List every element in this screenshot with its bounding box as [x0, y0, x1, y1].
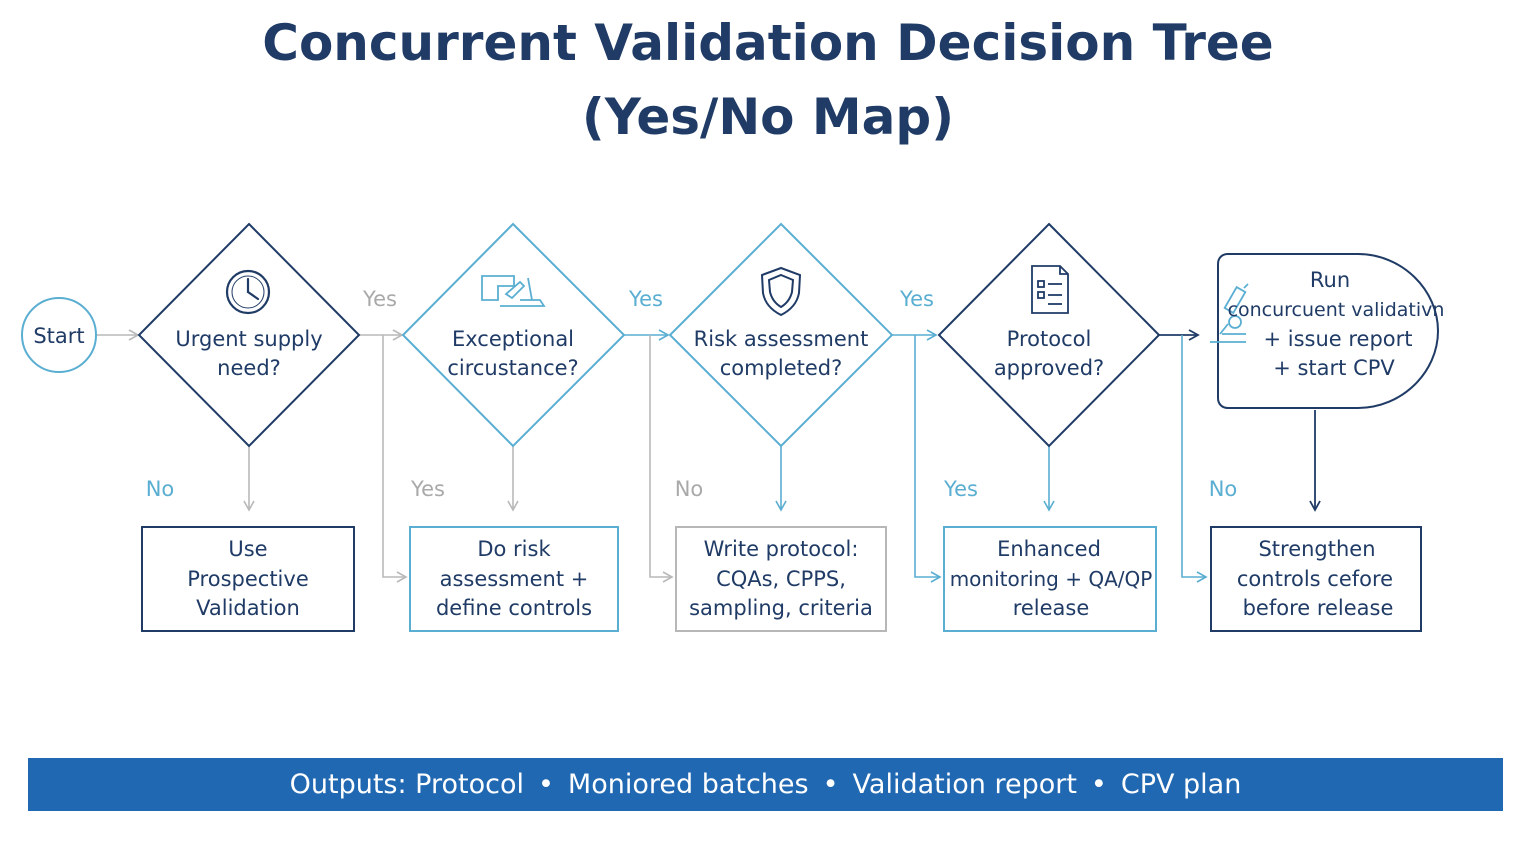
edge-labels: Yes Yes Yes No Yes No Yes No: [146, 287, 1238, 501]
decision-label-line2: circustance?: [447, 356, 578, 380]
footer-separator: •: [537, 769, 554, 800]
shield-icon: [760, 266, 802, 317]
connector-branch-4: [914, 335, 942, 583]
decision-label-line2: need?: [217, 356, 281, 380]
footer-separator: •: [1090, 769, 1107, 800]
outcome-line1: Enhanced: [997, 537, 1101, 561]
edge-label-yes: Yes: [943, 477, 978, 501]
outcome-line3: before release: [1243, 596, 1394, 620]
outcome-line1: Do risk: [477, 537, 551, 561]
final-step-line4: + start CPV: [1273, 356, 1395, 380]
final-step-line3: + issue report: [1263, 327, 1412, 351]
outcome-line2: Prospective: [187, 567, 308, 591]
outcome-prospective-validation: Use Prospective Validation: [141, 526, 355, 632]
footer-separator: •: [822, 769, 839, 800]
footer-item-cpv-plan: CPV plan: [1120, 769, 1242, 800]
edge-label-yes: Yes: [899, 287, 934, 311]
connector-branch-3: [649, 335, 674, 583]
footer-item-report: Validation report: [852, 769, 1077, 800]
page-subtitle: (Yes/No Map): [581, 88, 955, 146]
outcome-line2: controls cefore: [1237, 567, 1393, 591]
outcome-line3: Validation: [196, 596, 300, 620]
final-step-run: Run concurcuent validativn + issue repor…: [1210, 253, 1445, 409]
connectors: [97, 329, 1321, 583]
decision-risk-assessment: Risk assessment completed?: [668, 222, 894, 448]
outcome-line1: Strengthen: [1258, 537, 1375, 561]
decision-label-line2: approved?: [994, 356, 1104, 380]
outcome-write-protocol: Write protocol: CQAs, CPPS, sampling, cr…: [675, 526, 887, 632]
decision-protocol-approved: Protocol approved?: [937, 222, 1161, 448]
decision-label-line1: Urgent supply: [175, 327, 322, 351]
footer-item-protocol: Outputs: Protocol: [289, 769, 524, 800]
outcome-line1: Write protocol:: [704, 537, 859, 561]
page-title: Concurrent Validation Decision Tree: [262, 14, 1274, 72]
outcome-line2: monitoring + QA/QP: [950, 567, 1153, 591]
start-node: Start: [21, 297, 97, 373]
decision-label-line1: Exceptional: [452, 327, 574, 351]
building-icon: [481, 275, 546, 307]
clock-icon: [225, 269, 271, 315]
edge-label-yes: Yes: [628, 287, 663, 311]
outcome-line3: define controls: [436, 596, 592, 620]
edge-label-yes: Yes: [410, 477, 445, 501]
outputs-footer-bar: Outputs: Protocol • Moniored batches • V…: [28, 758, 1503, 811]
edge-label-yes: Yes: [362, 287, 397, 311]
start-label: Start: [33, 324, 84, 348]
outcome-line2: CQAs, CPPS,: [716, 567, 846, 591]
decision-label-line2: completed?: [720, 356, 843, 380]
microscope-icon: [1210, 283, 1249, 343]
decision-label-line1: Protocol: [1007, 327, 1092, 351]
outcome-line2: assessment +: [440, 567, 589, 591]
edge-label-no: No: [1209, 477, 1238, 501]
outcome-line3: sampling, criteria: [689, 596, 873, 620]
decision-label-line1: Risk assessment: [694, 327, 869, 351]
decision-urgent-supply: Urgent supply need?: [137, 222, 361, 448]
outcome-risk-assessment: Do risk assessment + define controls: [409, 526, 619, 632]
connector-branch-5: [1181, 335, 1208, 583]
edge-label-no: No: [675, 477, 704, 501]
connector-branch-2: [382, 335, 408, 583]
outcome-enhanced-monitoring: Enhanced monitoring + QA/QP release: [943, 526, 1157, 632]
outcome-line3: release: [1013, 596, 1090, 620]
footer-item-batches: Moniored batches: [567, 769, 809, 800]
final-step-line2: concurcuent validativn: [1228, 299, 1445, 321]
final-step-line1: Run: [1310, 268, 1350, 292]
decision-exceptional: Exceptional circustance?: [401, 222, 626, 448]
outcome-line1: Use: [228, 537, 267, 561]
document-icon: [1031, 265, 1069, 314]
outcome-strengthen-controls: Strengthen controls cefore before releas…: [1210, 526, 1422, 632]
edge-label-no: No: [146, 477, 175, 501]
